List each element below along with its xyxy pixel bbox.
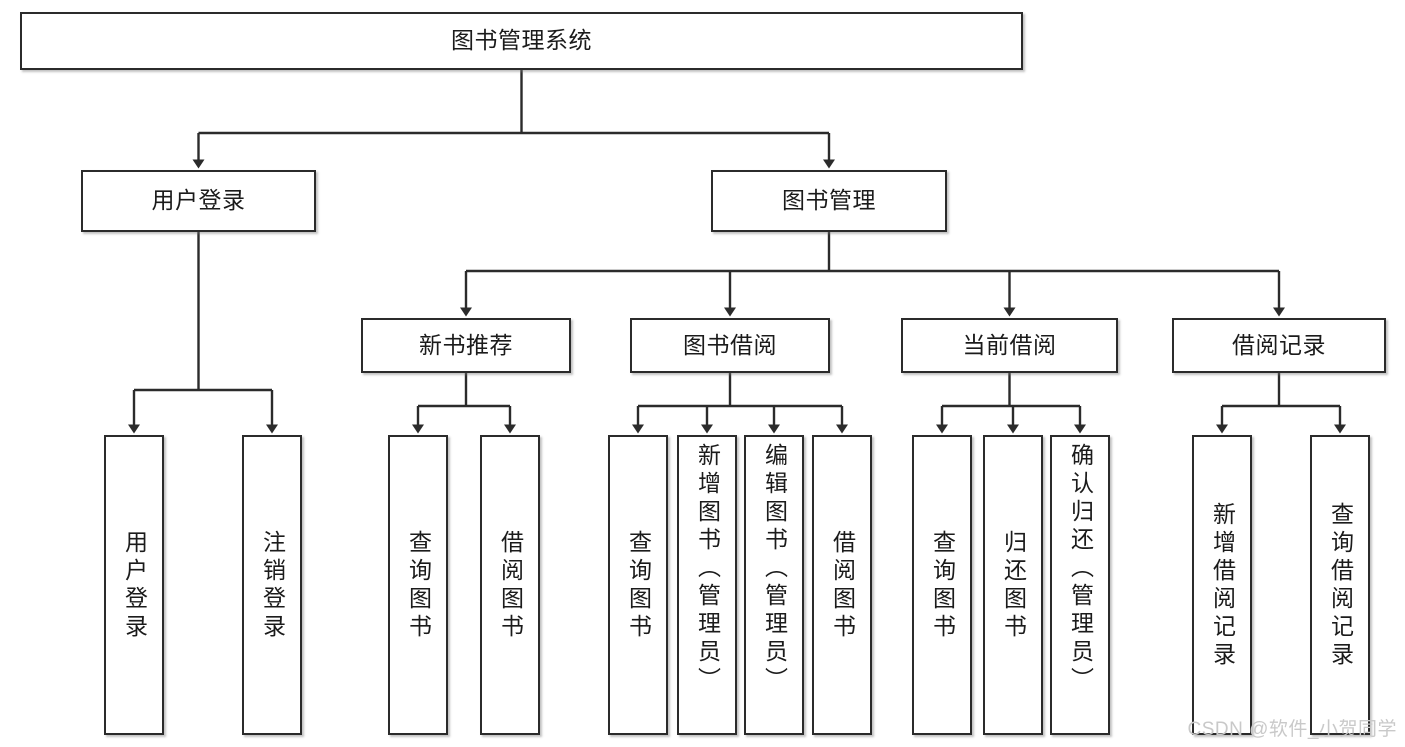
- node-label: 注销登录: [259, 530, 286, 642]
- node-label: 当前借阅: [962, 331, 1057, 358]
- node-label: 新增借阅记录: [1209, 502, 1236, 670]
- node-label: 新书推荐: [419, 331, 513, 358]
- node-leaf-borrow-book-recommend[interactable]: 借阅图书: [480, 435, 540, 735]
- node-label: 图书借阅: [683, 331, 777, 358]
- node-leaf-add-book[interactable]: 新增图书（管理员）: [677, 435, 737, 735]
- node-label: 借阅记录: [1232, 331, 1326, 358]
- node-current-borrow[interactable]: 当前借阅: [901, 318, 1118, 373]
- node-book-borrow[interactable]: 图书借阅: [630, 318, 830, 373]
- node-label: 查询借阅记录: [1327, 502, 1354, 670]
- node-leaf-query-book-recommend[interactable]: 查询图书: [388, 435, 448, 735]
- node-label: 查询图书: [405, 530, 432, 642]
- node-leaf-query-book[interactable]: 查询图书: [608, 435, 668, 735]
- node-leaf-confirm-return[interactable]: 确认归还（管理员）: [1050, 435, 1110, 735]
- node-label: 借阅图书: [829, 530, 856, 642]
- node-leaf-query-book-current[interactable]: 查询图书: [912, 435, 972, 735]
- node-leaf-user-logout[interactable]: 注销登录: [242, 435, 302, 735]
- node-label: 图书管理系统: [451, 27, 592, 54]
- watermark-text: CSDN @软件_小贺同学: [1187, 719, 1397, 740]
- node-leaf-return-book[interactable]: 归还图书: [983, 435, 1043, 735]
- node-leaf-query-borrow-record[interactable]: 查询借阅记录: [1310, 435, 1370, 735]
- node-label: 查询图书: [929, 530, 956, 642]
- node-user-login[interactable]: 用户登录: [81, 170, 316, 232]
- node-leaf-borrow-book[interactable]: 借阅图书: [812, 435, 872, 735]
- node-label: 用户登录: [151, 187, 246, 214]
- node-borrow-record[interactable]: 借阅记录: [1172, 318, 1386, 373]
- node-label: 借阅图书: [497, 530, 524, 642]
- node-leaf-user-login[interactable]: 用户登录: [104, 435, 164, 735]
- node-book-manage[interactable]: 图书管理: [711, 170, 947, 232]
- node-label: 新增图书（管理员）: [694, 443, 721, 695]
- node-root[interactable]: 图书管理系统: [20, 12, 1023, 70]
- node-label: 查询图书: [625, 530, 652, 642]
- node-leaf-add-borrow-record[interactable]: 新增借阅记录: [1192, 435, 1252, 735]
- node-label: 用户登录: [121, 530, 148, 642]
- node-label: 图书管理: [782, 187, 876, 214]
- node-leaf-edit-book[interactable]: 编辑图书（管理员）: [744, 435, 804, 735]
- node-label: 确认归还（管理员）: [1067, 443, 1094, 695]
- node-label: 编辑图书（管理员）: [761, 443, 788, 695]
- node-new-book-recommend[interactable]: 新书推荐: [361, 318, 571, 373]
- node-label: 归还图书: [1000, 530, 1027, 642]
